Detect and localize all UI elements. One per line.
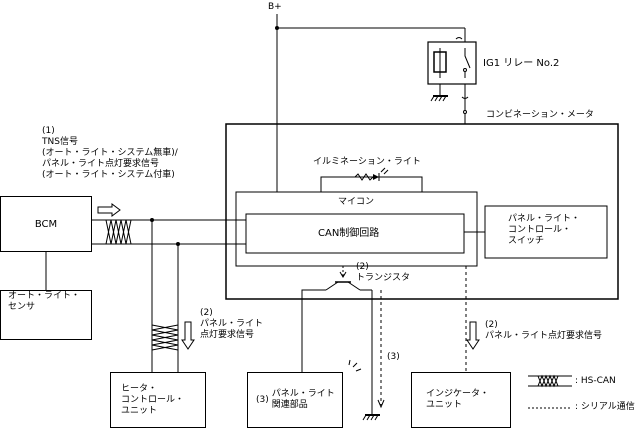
illumination-label: イルミネーション・ライト: [313, 157, 421, 167]
illumination-led-icon: [373, 167, 389, 181]
indicator-arrow-icon: [466, 321, 480, 350]
mcu-label: マイコン: [338, 197, 375, 207]
tns-arrow-icon: [97, 203, 121, 217]
tns-signal-label: (1) TNS信号 (オート・ライト・システム無車)/ パネル・ライト点灯要求信…: [42, 126, 178, 180]
panel-parts-box: (3) パネル・ライト 関連部品: [247, 372, 343, 428]
meter-box: [225, 123, 619, 300]
can-circuit-box: [245, 213, 465, 254]
transistor-label: トランジスタ: [356, 273, 411, 283]
bcm-box: BCM: [0, 196, 92, 252]
panel-switch-box: [484, 205, 608, 259]
auto-light-sensor-box: オート・ライト・ センサ: [0, 290, 92, 340]
heater-arrow-icon: [181, 321, 195, 350]
illumination-resistor: [354, 173, 374, 181]
relay-contact: [464, 48, 471, 78]
heater-signal-label: (2) パネル・ライト 点灯要求信号: [200, 308, 264, 340]
panel-switch-label: パネル・ライト・ コントロール・ スイッチ: [508, 214, 581, 246]
indicator-unit-box: インジケータ・ ユニット: [411, 372, 511, 428]
label-3: (3): [387, 352, 400, 362]
bplus-label: B+: [268, 2, 282, 12]
relay-ground-icon: [430, 95, 448, 102]
meter-title: コンビネーション・メータ: [486, 110, 594, 120]
transistor-number: (2): [356, 262, 369, 272]
indicator-signal-label: (2) パネル・ライト点灯要求信号: [485, 320, 603, 341]
transistor-ground-icon: [362, 414, 380, 421]
relay-label: IG1 リレー No.2: [483, 58, 560, 69]
can-circuit-label: CAN制御回路: [318, 228, 380, 239]
heater-unit-box: ヒータ・ コントロール・ ユニット: [110, 372, 206, 428]
legend-hs-can-label: : HS-CAN: [575, 376, 616, 386]
legend-serial-label: : シリアル通信: [575, 402, 635, 412]
